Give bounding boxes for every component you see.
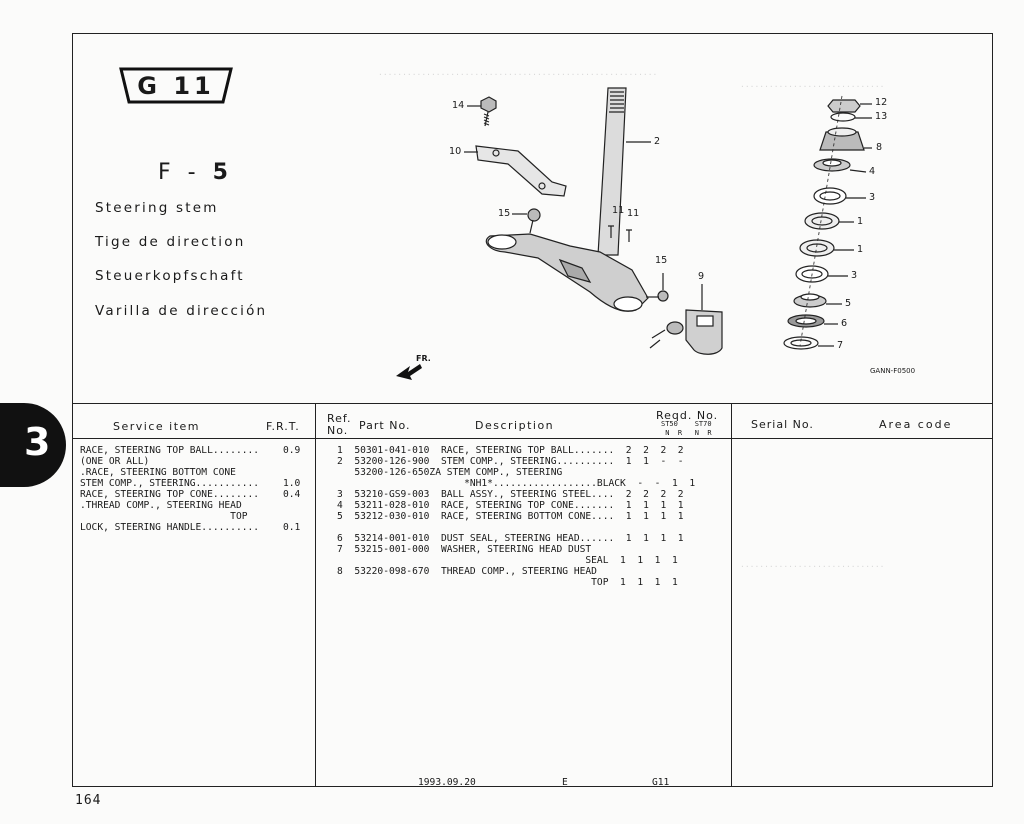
block-code-badge: G 11 [118,66,234,106]
callout-10: 10 [449,146,462,157]
callout-12: 12 [875,97,888,108]
show-through-text: ........................................… [378,68,658,77]
callout-9: 9 [698,271,705,282]
callout-3b: 3 [851,270,858,281]
divider-upper [72,403,993,404]
callout-1a: 1 [857,216,864,227]
table-header-rule [72,438,993,439]
header-frt: F.R.T. [266,420,300,433]
callout-13: 13 [875,111,888,122]
callout-14: 14 [452,100,465,111]
name-spanish: Varilla de dirección [95,303,268,319]
header-serial-no: Serial No. [751,418,814,431]
figure-value: 5 [212,160,233,185]
header-reqd-no: Reqd. No. [656,409,719,422]
service-items: RACE, STEERING TOP BALL........ (ONE OR … [80,445,260,533]
callout-1b: 1 [857,244,864,255]
callout-6: 6 [841,318,848,329]
callout-5: 5 [845,298,852,309]
header-ref-no: Ref. No. [327,412,352,437]
name-french: Tige de direction [95,234,246,250]
diagram-code: GANN-F0500 [870,367,916,375]
callout-3a: 3 [869,192,876,203]
block-code: G 11 [137,72,215,100]
name-english: Steering stem [95,200,219,216]
callout-7: 7 [837,340,844,351]
header-model-columns: ST50 ST70 N R N R [661,420,712,437]
badge-outline-icon [119,67,233,104]
header-part-no: Part No. [359,419,411,432]
footer-edition: E [562,777,568,788]
callout-15a: 15 [498,208,511,219]
section-tab: 3 [0,403,66,487]
parts-list: 1 50301-041-010 RACE, STEERING TOP BALL.… [337,445,696,588]
header-area-code: Area code [879,418,953,431]
page-frame [72,33,993,787]
footer-code: G11 [652,777,670,788]
column-rule-parts [731,403,732,787]
figure-prefix: F [158,160,176,185]
front-label: FR. [416,354,431,363]
callout-15b: 15 [655,255,668,266]
page-number: 164 [75,793,102,808]
show-through-text: .............................. [740,80,885,89]
figure-number: F - 5 [158,160,233,185]
callout-8: 8 [876,142,883,153]
callout-2: 2 [654,136,661,147]
name-german: Steuerkopfschaft [95,268,245,284]
callout-11b: 11 [627,208,640,219]
callout-4: 4 [869,166,876,177]
section-tab-number: 3 [24,420,51,464]
column-rule-service [315,403,316,787]
callout-11a: 11 [612,205,625,216]
header-description: Description [475,419,555,432]
service-frt-values: 0.9 1.0 0.4 0.1 [283,445,301,533]
footer-date: 1993.09.20 [418,777,476,788]
show-through-text: .............................. [740,560,885,569]
header-service-item: Service item [113,420,201,433]
